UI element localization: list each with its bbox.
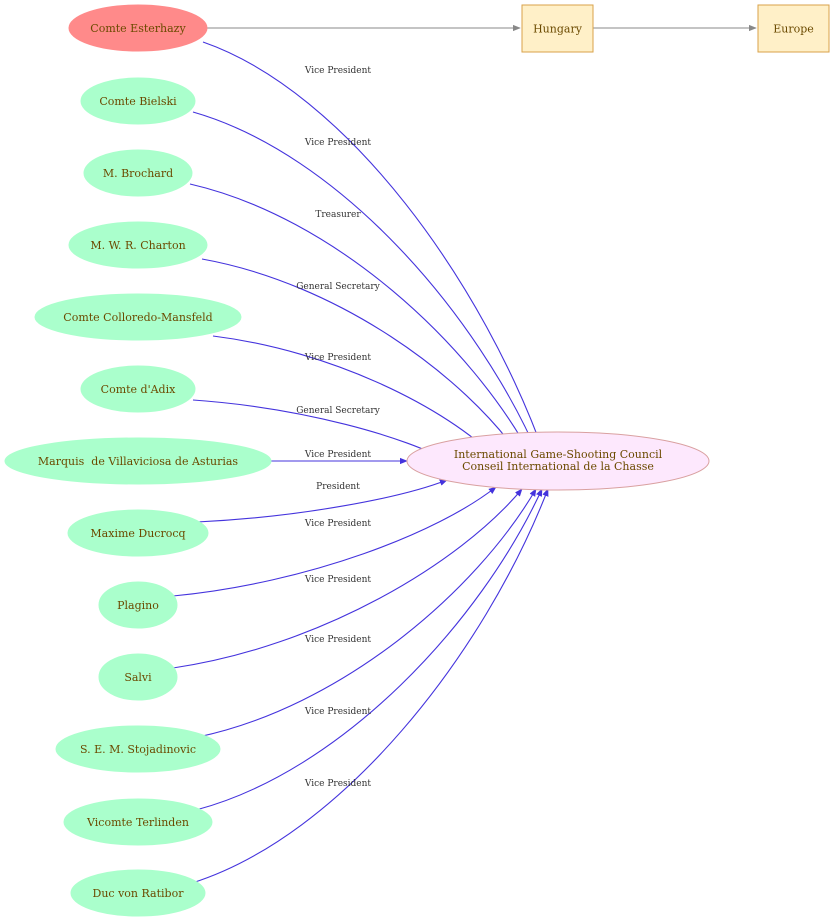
person-node-colloredo: Comte Colloredo-Mansfeld [34, 293, 242, 341]
person-node-ducrocq: Maxime Ducrocq [67, 509, 209, 557]
edge-label-terlinden: Vice President [304, 707, 372, 717]
edge-label-plagino: Vice President [304, 519, 372, 529]
person-node-villaviciosa: Marquis de Villaviciosa de Asturias [4, 437, 272, 485]
person-node-brochard: M. Brochard [83, 149, 193, 197]
person-node-bielski: Comte Bielski [80, 77, 196, 125]
person-node-terlinden: Vicomte Terlinden [63, 798, 213, 846]
edges-layer [172, 24, 757, 884]
council-name-en: International Game-Shooting Council [454, 448, 663, 461]
person-ellipse [70, 869, 206, 917]
person-label: M. Brochard [103, 167, 173, 180]
edge-label-colloredo: Vice President [304, 353, 372, 363]
council-node: International Game-Shooting CouncilConse… [406, 431, 710, 491]
person-node-charton: M. W. R. Charton [68, 221, 208, 269]
edge-terlinden-council [195, 488, 543, 811]
person-label: Comte Colloredo-Mansfeld [63, 311, 212, 324]
person-ellipse [67, 509, 209, 557]
edge-salvi-council [172, 488, 523, 669]
place-label: Europe [773, 23, 814, 36]
edge-charton-council [201, 258, 523, 460]
person-ellipse [63, 798, 213, 846]
edge-plagino-council [172, 486, 497, 597]
person-ellipse [55, 725, 221, 773]
edge-label-salvi: Vice President [304, 575, 372, 585]
place-node-europe: Europe [757, 4, 830, 53]
person-label: Marquis de Villaviciosa de Asturias [38, 455, 238, 468]
person-label: Maxime Ducrocq [90, 527, 185, 540]
edge-label-villaviciosa: Vice President [304, 450, 372, 460]
person-label: Vicomte Terlinden [86, 816, 189, 829]
person-label: Comte d'Adix [101, 383, 176, 396]
person-ellipse [4, 437, 272, 485]
person-ellipse [98, 581, 178, 629]
edge-label-ducrocq: President [316, 482, 360, 492]
edge-stojadinovic-council [197, 488, 537, 738]
edge-label-charton: General Secretary [296, 282, 380, 292]
edge-label-adix: General Secretary [296, 406, 380, 416]
edge-bielski-council [192, 111, 541, 460]
edge-label-esterhazy: Vice President [304, 66, 372, 76]
place-box [757, 4, 830, 53]
person-label: S. E. M. Stojadinovic [80, 743, 196, 756]
place-box [521, 4, 594, 53]
place-node-hungary: Hungary [521, 4, 594, 53]
edge-ducrocq-council [196, 479, 448, 523]
person-label: M. W. R. Charton [90, 239, 185, 252]
person-label: Comte Bielski [99, 95, 177, 108]
person-label: Duc von Ratibor [93, 887, 185, 900]
person-node-salvi: Salvi [98, 653, 178, 701]
person-label: Comte Esterhazy [90, 22, 186, 35]
person-node-adix: Comte d'Adix [80, 365, 196, 413]
person-node-esterhazy: Comte Esterhazy [68, 4, 208, 52]
council-name-fr: Conseil International de la Chasse [462, 460, 654, 473]
edge-label-bielski: Vice President [304, 138, 372, 148]
person-ellipse [68, 221, 208, 269]
place-label: Hungary [533, 23, 583, 36]
edge-ratibor-council [191, 488, 549, 884]
person-ellipse [80, 365, 196, 413]
edge-esterhazy-council [202, 41, 547, 460]
person-node-plagino: Plagino [98, 581, 178, 629]
person-ellipse [68, 4, 208, 52]
person-ellipse [83, 149, 193, 197]
person-node-stojadinovic: S. E. M. Stojadinovic [55, 725, 221, 773]
person-label: Plagino [117, 599, 159, 612]
person-label: Salvi [124, 671, 152, 684]
person-node-ratibor: Duc von Ratibor [70, 869, 206, 917]
edge-brochard-council [189, 183, 534, 460]
person-ellipse [34, 293, 242, 341]
edge-label-stojadinovic: Vice President [304, 635, 372, 645]
edge-label-brochard: Treasurer [315, 210, 361, 220]
edge-label-ratibor: Vice President [304, 779, 372, 789]
council-ellipse [406, 431, 710, 491]
person-ellipse [98, 653, 178, 701]
person-ellipse [80, 77, 196, 125]
